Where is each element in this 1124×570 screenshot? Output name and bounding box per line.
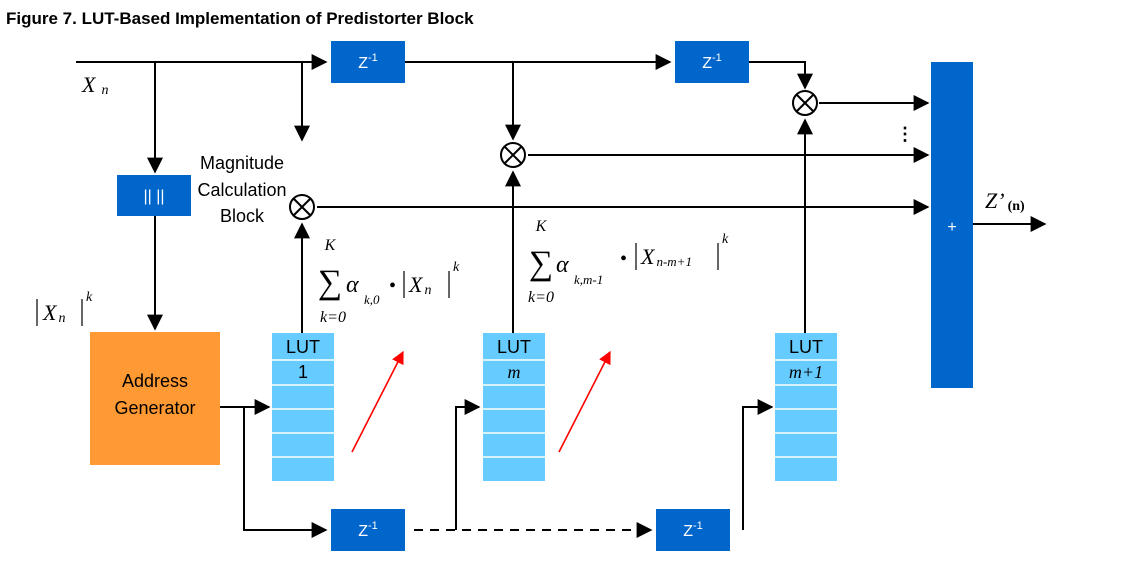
svg-text:k=0: k=0: [528, 289, 554, 306]
multiplier-3: [792, 90, 818, 116]
multiplier-2: [500, 142, 526, 168]
red-arrow-1: [351, 350, 404, 453]
lut-m-plus-1-index: m+1: [789, 362, 823, 382]
svg-text:Address: Address: [122, 371, 188, 391]
svg-text:K: K: [324, 237, 337, 254]
svg-text:Z-1: Z-1: [702, 52, 722, 72]
svg-text:k=0: k=0: [320, 309, 346, 326]
multiplier-1: [289, 194, 315, 220]
wire-to-lutm: [455, 399, 481, 530]
output-label: Z’(n): [985, 188, 1025, 214]
svg-text:Xn: Xn: [408, 272, 431, 298]
svg-text:α: α: [346, 272, 359, 298]
lut-1-index: 1: [298, 362, 308, 382]
figure-title: Figure 7. LUT-Based Implementation of Pr…: [6, 9, 474, 28]
magnitude-symbol: || ||: [143, 188, 164, 205]
svg-text:α: α: [556, 252, 569, 278]
svg-text:k,0: k,0: [364, 292, 380, 307]
adder-symbol: +: [947, 219, 956, 236]
magnitude-label-line1: Magnitude: [200, 153, 284, 173]
lut-m-index: m: [508, 362, 521, 382]
svg-text:k: k: [86, 290, 93, 305]
delay-block-top-2: Z-1: [675, 41, 749, 83]
lut-1: LUT 1: [272, 333, 334, 481]
lut-m-header: LUT: [497, 337, 531, 357]
svg-text:Xn: Xn: [42, 300, 65, 326]
adder-block: +: [931, 62, 973, 388]
svg-text:K: K: [535, 218, 548, 235]
wire-to-lutm1: [742, 399, 774, 530]
svg-text:Z-1: Z-1: [358, 520, 378, 540]
delay-block-bottom-2: Z-1: [656, 509, 730, 551]
lut-m: LUT m: [483, 333, 545, 481]
lut-m-plus-1-header: LUT: [789, 337, 823, 357]
svg-text:k: k: [453, 260, 460, 275]
svg-text:Generator: Generator: [114, 398, 195, 418]
lut-m-plus-1: LUT m+1: [775, 333, 837, 481]
wire-delay2-to-mult3: [749, 61, 813, 90]
magnitude-label-line3: Block: [220, 206, 265, 226]
svg-text:•: •: [389, 275, 396, 297]
delay-block-top-1: Z-1: [331, 41, 405, 83]
wire-address-to-delay3: [243, 407, 328, 538]
red-arrow-2: [558, 350, 611, 453]
svg-text:∑: ∑: [529, 245, 553, 282]
lut-1-header: LUT: [286, 337, 320, 357]
magnitude-calculation-block: || ||: [117, 175, 191, 216]
ellipsis-vertical: ⋮: [896, 124, 914, 144]
magnitude-label-line2: Calculation: [197, 180, 286, 200]
svg-text:∑: ∑: [318, 264, 342, 301]
svg-text:Xn-m+1: Xn-m+1: [640, 244, 692, 269]
svg-text:Z-1: Z-1: [358, 52, 378, 72]
svg-text:•: •: [620, 248, 627, 270]
delay-block-bottom-1: Z-1: [331, 509, 405, 551]
svg-text:k,m-1: k,m-1: [574, 272, 603, 287]
address-generator-block: Address Generator: [90, 332, 220, 465]
svg-text:Z-1: Z-1: [683, 520, 703, 540]
svg-text:k: k: [722, 232, 729, 247]
